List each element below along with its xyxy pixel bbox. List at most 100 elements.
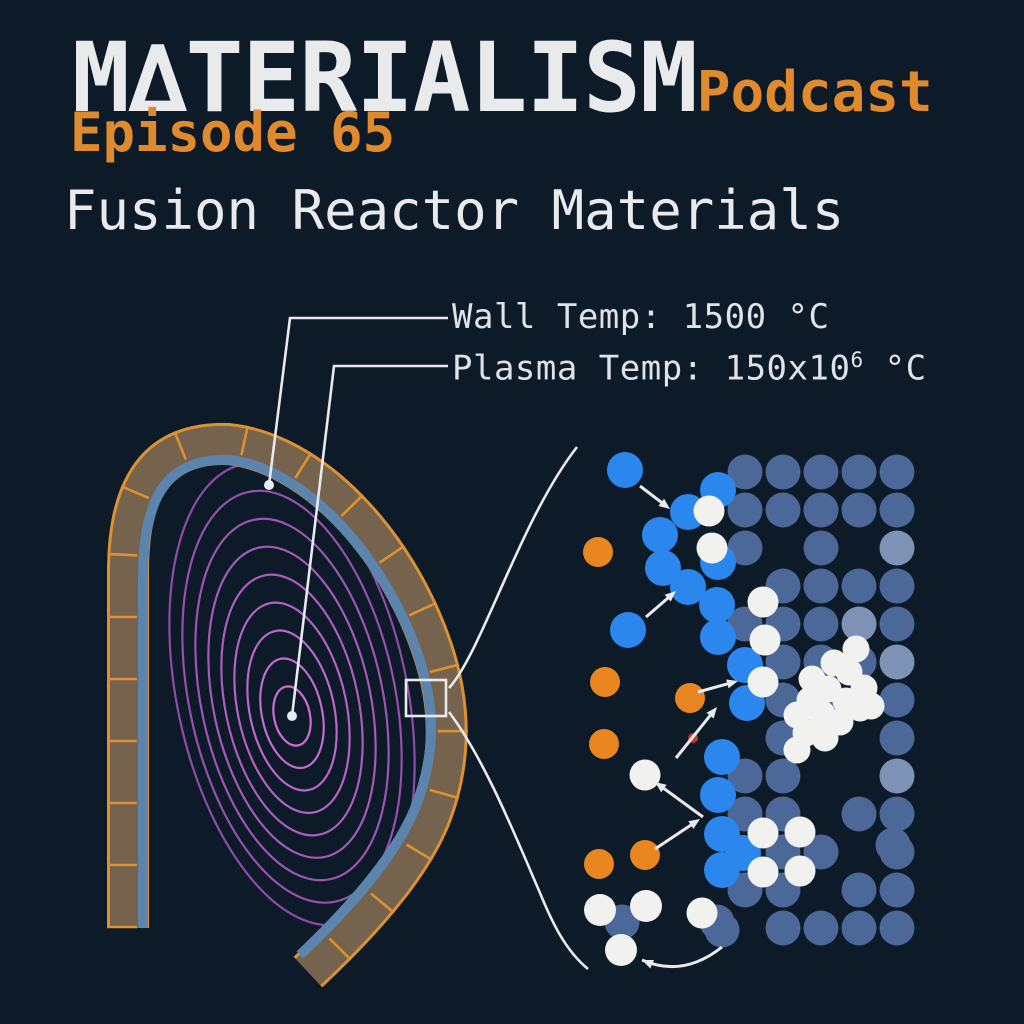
flux-contour [246, 629, 338, 792]
impurity-atom [584, 849, 614, 879]
lattice-atom [879, 568, 915, 604]
trajectory-arrow [654, 821, 696, 851]
wall-segment-tick [294, 452, 313, 479]
plasma-ion [700, 619, 736, 655]
wall-temp-leader-line [267, 316, 448, 486]
lattice-atom [727, 454, 763, 490]
sputtered-atom [630, 890, 662, 922]
lattice-atom [765, 492, 801, 528]
flux-contour [259, 657, 325, 770]
flux-contour [233, 601, 351, 814]
arrowhead [706, 707, 717, 719]
lattice-atom [803, 568, 839, 604]
displaced-atom [629, 759, 661, 791]
lattice-atom [841, 872, 877, 908]
show-title: M∆TERIALISM [72, 22, 698, 134]
episode-number: Episode 65 [70, 101, 396, 164]
arrowhead [658, 498, 670, 509]
lattice-atom [765, 910, 801, 946]
lattice-atom [841, 796, 877, 832]
lattice-atom [803, 530, 839, 566]
wall-segment-tick [107, 552, 138, 557]
redeposition-arrow [641, 945, 723, 969]
lattice-atom [803, 606, 839, 642]
plasma-ion [670, 569, 706, 605]
impurity-atom [583, 537, 613, 567]
wall-segment-tick [240, 425, 250, 456]
plasma-center-dot [287, 711, 297, 721]
wall-armor-band [110, 425, 465, 986]
lattice-atom [841, 606, 877, 642]
lattice-atom [879, 530, 915, 566]
lattice-atom [803, 454, 839, 490]
zoom-brace-curve [448, 446, 579, 689]
plasma-temp-unit: °C [863, 348, 927, 389]
show-title-suffix: Podcast [696, 60, 933, 125]
lattice-atom [879, 796, 915, 832]
title-row: M∆TERIALISM Podcast [72, 22, 933, 134]
plasma-ion [607, 452, 643, 488]
lattice-atom [879, 872, 915, 908]
lattice-atom [841, 454, 877, 490]
wall-liner [138, 454, 436, 959]
wall-segment-tick [408, 601, 438, 617]
plasma-ion [642, 517, 678, 553]
zoom-inset-box [404, 678, 448, 718]
sputtered-atom [584, 894, 616, 926]
plasma-temp-exponent: 6 [850, 347, 864, 372]
displaced-atom [749, 624, 781, 656]
displaced-atom [696, 532, 728, 564]
lattice-atom [879, 492, 915, 528]
lattice-atom [765, 644, 801, 680]
flux-contour [220, 573, 364, 837]
lattice-atom [727, 492, 763, 528]
lattice-atom [765, 454, 801, 490]
trajectory-arrow [659, 784, 704, 819]
lattice-atom [841, 492, 877, 528]
trajectory-arrow [697, 681, 732, 694]
lattice-atom [875, 827, 911, 863]
lattice-atom [727, 530, 763, 566]
wall-segment-tick [429, 663, 460, 674]
arrowhead [655, 782, 667, 793]
wall-temp-label: Wall Temp: 1500 °C [452, 300, 829, 334]
wall-temp-anchor-dot [264, 480, 274, 490]
impurity-atom [589, 729, 619, 759]
displaced-atom [784, 855, 816, 887]
flux-contour [181, 489, 403, 904]
plasma-ion [645, 550, 681, 586]
lattice-atom [879, 606, 915, 642]
lattice-atom [841, 568, 877, 604]
lattice-atom [765, 758, 801, 794]
flux-contour [194, 517, 390, 882]
wall-segment-tick [405, 843, 433, 862]
wall-temp-text: Wall Temp: 1500 °C [452, 297, 830, 337]
zoom-brace-curve [447, 711, 589, 971]
lattice-atom [803, 492, 839, 528]
lattice-atom [803, 834, 839, 870]
arrowhead [726, 679, 738, 689]
plasma-ion [700, 777, 736, 813]
wall-segment-tick [120, 485, 150, 500]
bubble-cluster-atom [842, 635, 870, 663]
wall-segment-tick [340, 494, 364, 517]
sputtered-atom [605, 934, 637, 966]
plasma-temp-leader-line [290, 364, 448, 717]
plasma-ion [704, 852, 740, 888]
arrowhead [664, 591, 676, 602]
displaced-atom [747, 817, 779, 849]
plasma-ion [704, 739, 740, 775]
displaced-atom [784, 816, 816, 848]
plasma-ion [610, 612, 646, 648]
bubble-cluster-atom [857, 692, 885, 720]
wall-segment-tick [429, 788, 460, 800]
lattice-atom [879, 682, 915, 718]
impurity-atom [675, 683, 705, 713]
displaced-atom [747, 666, 779, 698]
plasma-temp-text: Plasma Temp: 150x10 [452, 348, 851, 389]
trajectory-arrow [645, 594, 672, 619]
flux-contour [207, 545, 377, 859]
lattice-atom [879, 910, 915, 946]
